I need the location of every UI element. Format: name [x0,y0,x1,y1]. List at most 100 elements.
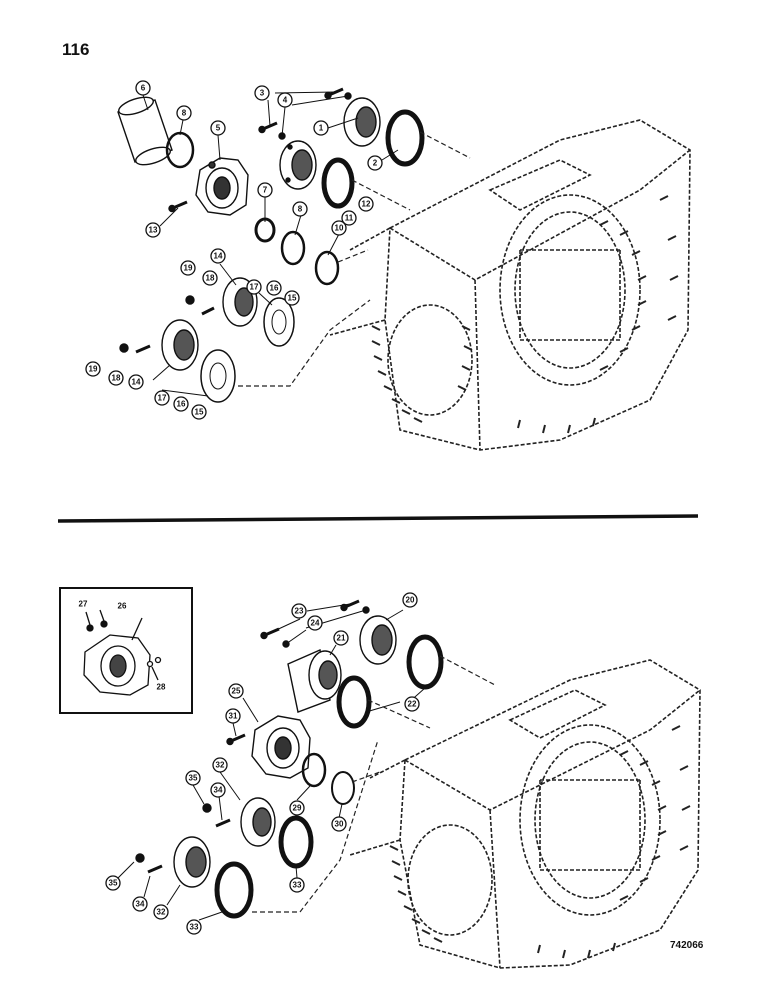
bearing-cap [240,797,276,847]
callout-number: 17 [250,283,259,292]
o-ring [314,250,340,286]
callout-number: 15 [288,294,297,303]
callout-circle [176,105,192,121]
callout-number: 19 [89,365,98,374]
nut [185,295,195,305]
bearing-housing [251,715,311,779]
callout-circle [291,603,307,619]
stud [147,864,163,874]
callout-circle [289,877,305,893]
callout-35: 35 [185,770,201,786]
callout-15: 15 [284,290,300,306]
callout-2: 2 [367,155,383,171]
shim [263,297,295,347]
callout-number: 17 [158,394,167,403]
stud [201,306,215,316]
cover-plate-upper [343,97,381,147]
callout-3: 3 [254,85,270,101]
callout-number: 3 [260,89,265,98]
callout-31: 31 [225,708,241,724]
shim-inner [209,362,227,390]
callout-32: 32 [212,757,228,773]
gasket [278,815,314,869]
callout-11: 11 [341,210,357,226]
callout-number: 30 [335,820,344,829]
callout-32: 32 [153,904,169,920]
callout-19: 19 [85,361,101,377]
bottom-dash-lines [252,655,496,913]
callout-number: 10 [335,224,344,233]
callout-17: 17 [246,279,262,295]
callout-34: 34 [210,782,226,798]
callout-circle [331,220,347,236]
callout-circle [202,270,218,286]
callout-27: 27 [79,600,88,609]
callout-26: 26 [118,602,127,611]
nut [202,803,212,813]
callout-23: 23 [291,603,307,619]
callout-16: 16 [266,280,282,296]
callout-18: 18 [108,370,124,386]
callout-circle [191,404,207,420]
bearing-cap [173,836,211,888]
callout-circle [341,210,357,226]
callout-14: 14 [128,374,144,390]
callout-number: 27 [79,600,88,609]
callout-circle [333,630,349,646]
callout-circle [228,683,244,699]
callout-number: 21 [337,634,346,643]
callout-circle [402,592,418,608]
callout-5: 5 [210,120,226,136]
top-dash-lines [238,131,471,387]
callout-number: 8 [182,109,187,118]
callout-circle [404,696,420,712]
o-ring [331,771,355,805]
callout-number: 16 [270,284,279,293]
stud [215,818,231,828]
callout-1: 1 [313,120,329,136]
callout-circle [246,279,262,295]
callout-circle [185,770,201,786]
callout-35: 35 [105,875,121,891]
callout-13: 13 [145,222,161,238]
callout-17: 17 [154,390,170,406]
callout-33: 33 [289,877,305,893]
bearing-housing [195,157,249,216]
callout-number: 8 [298,205,303,214]
callout-19: 19 [180,260,196,276]
callout-number: 18 [206,274,215,283]
callout-circle [289,800,305,816]
top-transmission-housing [329,119,691,451]
callout-circle [292,201,308,217]
shim [200,349,236,403]
callout-20: 20 [402,592,418,608]
callout-number: 33 [190,923,199,932]
callout-25: 25 [228,683,244,699]
callout-12: 12 [358,196,374,212]
callout-number: 19 [184,264,193,273]
callout-number: 6 [141,84,146,93]
callout-circle [266,280,282,296]
extension-housing [287,649,342,713]
callout-number: 24 [311,619,320,628]
callout-6: 6 [135,80,151,96]
callout-number: 25 [232,687,241,696]
gasket [336,675,372,729]
callout-number: 16 [177,400,186,409]
callout-8: 8 [292,201,308,217]
bottom-parts [135,599,444,919]
callout-number: 14 [132,378,141,387]
top-parts [117,87,425,403]
o-ring [280,230,306,266]
bolt [167,200,189,213]
callout-28: 28 [157,683,166,692]
callout-21: 21 [333,630,349,646]
gasket [385,109,425,167]
callout-number: 32 [216,761,225,770]
callout-number: 26 [118,602,127,611]
cover-plate [359,615,397,665]
callout-7: 7 [257,182,273,198]
callout-22: 22 [404,696,420,712]
gasket [321,157,355,209]
callout-circle [210,782,226,798]
